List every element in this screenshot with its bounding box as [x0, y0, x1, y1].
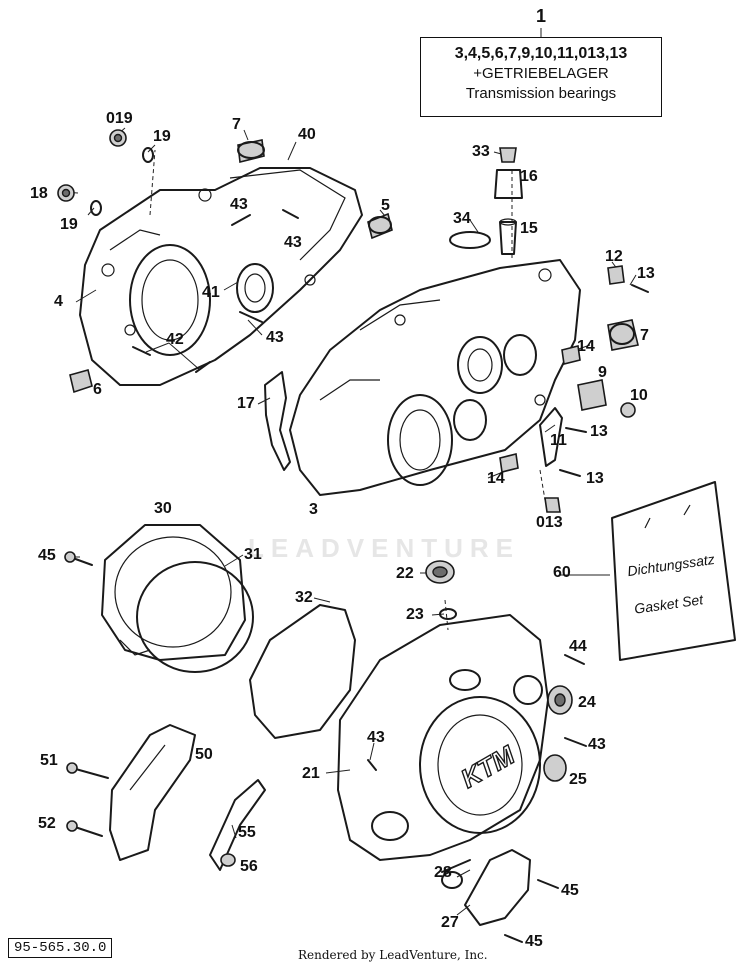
- callout-56: 56: [240, 858, 258, 875]
- callout-34: 34: [453, 210, 471, 227]
- callout-33: 33: [472, 143, 490, 160]
- callout-13-c: 13: [586, 470, 604, 487]
- watermark: LEADVENTURE: [248, 533, 521, 563]
- gasket-31: [136, 561, 254, 673]
- gasket-17: [264, 371, 291, 471]
- callout-31: 31: [244, 546, 262, 563]
- callout-45-b: 45: [561, 882, 579, 899]
- bolts-13: [559, 427, 587, 477]
- bolts-cover: [367, 654, 587, 771]
- o-ring-34: [449, 231, 491, 249]
- bearing-5: [367, 212, 393, 240]
- callout-12: 12: [605, 248, 623, 265]
- kit-box: 3,4,5,6,7,9,10,11,013,13 +GETRIEBELAGER …: [420, 37, 662, 117]
- kit-label-en: Transmission bearings: [465, 85, 617, 102]
- callout-9: 9: [598, 364, 607, 381]
- bushing-7-right: [607, 319, 639, 351]
- callout-25: 25: [569, 771, 587, 788]
- callout-7-b: 7: [640, 327, 649, 344]
- plug-019: [109, 129, 154, 163]
- callout-43-c: 43: [266, 329, 284, 346]
- gasket-55: [209, 779, 266, 871]
- callout-16: 16: [520, 168, 538, 185]
- kit-label-de: +GETRIEBELAGER: [473, 65, 609, 82]
- callout-4: 4: [54, 293, 63, 310]
- callout-45-a: 45: [38, 547, 56, 564]
- callout-55: 55: [238, 824, 256, 841]
- callout-41: 41: [202, 284, 220, 301]
- callout-32: 32: [295, 589, 313, 606]
- footer-credit: Rendered by LeadVenture, Inc.: [298, 948, 488, 962]
- filler-plug-22: [425, 560, 457, 620]
- screw-10: [620, 402, 636, 418]
- callout-14-b: 14: [487, 470, 505, 487]
- callout-10: 10: [630, 387, 648, 404]
- callout-13-a: 13: [637, 265, 655, 282]
- callout-5: 5: [381, 197, 390, 214]
- callout-17: 17: [237, 395, 255, 412]
- callout-6: 6: [93, 381, 102, 398]
- bearing-9: [577, 379, 607, 411]
- callout-15: 15: [520, 220, 538, 237]
- callout-14-a: 14: [577, 338, 595, 355]
- gasket-set-pack: [611, 481, 736, 661]
- kit-callout: 1: [535, 6, 547, 26]
- callout-3: 3: [309, 501, 318, 518]
- callout-30: 30: [154, 500, 172, 517]
- svg-text:KTM: KTM: [456, 739, 521, 794]
- callout-23: 23: [406, 606, 424, 623]
- callout-44: 44: [569, 638, 587, 655]
- callout-22: 22: [396, 565, 414, 582]
- callout-28: 28: [434, 864, 452, 881]
- callout-40: 40: [298, 126, 316, 143]
- water-pump-27: [441, 849, 531, 926]
- bolts-left-half: [132, 209, 299, 373]
- plate-11: [539, 407, 563, 467]
- dowel-14: [499, 345, 581, 473]
- clip-12: [607, 265, 649, 293]
- callout-013: 013: [536, 514, 563, 531]
- seal-24: [547, 685, 573, 715]
- callout-21: 21: [302, 765, 320, 782]
- callout-019-a: 019: [106, 110, 133, 127]
- callout-43-d: 43: [367, 729, 385, 746]
- callout-43-e: 43: [588, 736, 606, 753]
- leader-lines: [61, 28, 637, 916]
- alignment-lines: [149, 149, 546, 631]
- callout-24: 24: [578, 694, 596, 711]
- plug-18: [57, 184, 102, 216]
- callout-50: 50: [195, 746, 213, 763]
- plug-013: [544, 497, 561, 513]
- callout-19-a: 19: [153, 128, 171, 145]
- bolts-51-52: [66, 762, 109, 837]
- callout-27: 27: [441, 914, 459, 931]
- callout-43-a: 43: [230, 196, 248, 213]
- callout-18: 18: [30, 185, 48, 202]
- bushing-6: [69, 369, 93, 394]
- callout-42: 42: [166, 331, 184, 348]
- bolts-45-bottom: [504, 879, 559, 943]
- callout-52: 52: [38, 815, 56, 832]
- bolt-45-a: [64, 551, 93, 566]
- callout-45-c: 45: [525, 933, 543, 950]
- right-crankcase-half: [289, 259, 581, 496]
- guard-50: [109, 724, 196, 861]
- callout-11: 11: [550, 432, 567, 449]
- seal-25: [543, 754, 567, 782]
- drawing-number: 95-565.30.0: [8, 938, 113, 958]
- callout-13-b: 13: [590, 423, 608, 440]
- callout-7-a: 7: [232, 116, 241, 133]
- left-crankcase-half: [79, 167, 363, 386]
- kit-contents: 3,4,5,6,7,9,10,11,013,13: [454, 45, 628, 62]
- callout-43-b: 43: [284, 234, 302, 251]
- ignition-cover-30: [101, 524, 246, 661]
- bushing-7-top: [237, 139, 265, 163]
- sensor-stack: [494, 147, 523, 255]
- gasket-32: [249, 604, 356, 739]
- callout-51: 51: [40, 752, 58, 769]
- callout-19-b: 19: [60, 216, 78, 233]
- gasket-set-callout: 60: [553, 564, 571, 581]
